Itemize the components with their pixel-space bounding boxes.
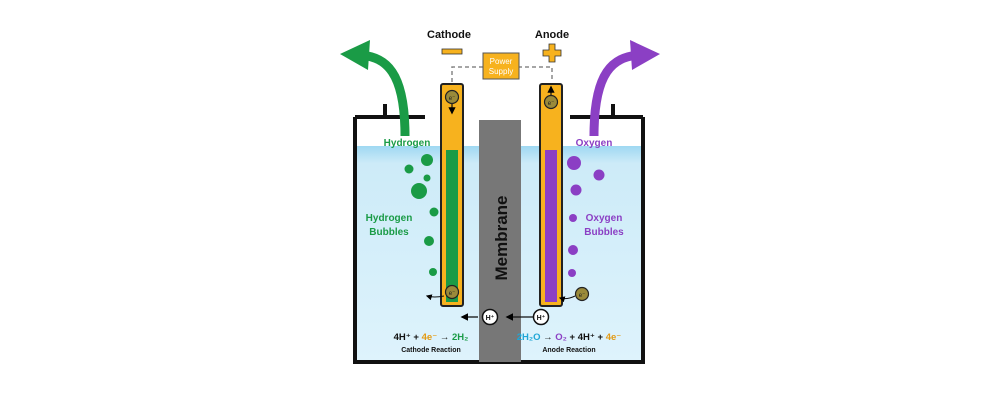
- power-supply-box: [482, 52, 520, 80]
- oxygen-bubble: [593, 169, 605, 181]
- power-supply-label-1: Power: [490, 57, 513, 66]
- power-supply-label-2: Supply: [489, 67, 513, 76]
- oxygen-bubble: [567, 156, 581, 170]
- membrane: Membrane: [479, 120, 521, 362]
- plus-sign: [542, 43, 562, 63]
- anode-reaction: 2H₂O → O₂ + 4H⁺ + 4e⁻ Anode Reaction: [517, 332, 622, 354]
- svg-text:e⁻: e⁻: [449, 291, 456, 297]
- oxygen-bubble: [569, 214, 577, 222]
- anode-electrode: e⁻ e⁻: [539, 83, 590, 307]
- svg-text:e⁻: e⁻: [579, 293, 586, 299]
- svg-text:e⁻: e⁻: [449, 96, 456, 102]
- hydrogen-side: Hydrogen Hydrogen Bubbles: [340, 40, 439, 276]
- hydrogen-arrow: [361, 50, 410, 137]
- oxygen-bubble: [568, 245, 578, 255]
- anode-reaction-title: Anode Reaction: [542, 347, 595, 354]
- oxygen-bubbles-label-1: Oxygen: [586, 213, 623, 224]
- anode-reaction-equation: 2H₂O → O₂ + 4H⁺ + 4e⁻: [517, 332, 622, 343]
- hydrogen-label: Hydrogen: [384, 138, 431, 149]
- oxygen-arrow: [589, 50, 638, 137]
- svg-text:H⁺: H⁺: [537, 314, 546, 322]
- electron-anode-bottom: e⁻: [574, 286, 590, 302]
- cathode-reaction-title: Cathode Reaction: [401, 347, 461, 354]
- membrane-label: Membrane: [492, 195, 511, 280]
- svg-text:H⁺: H⁺: [486, 314, 495, 322]
- hydrogen-bubble: [429, 207, 439, 217]
- electron-cathode-top: e⁻: [444, 89, 460, 105]
- wire: [451, 66, 553, 82]
- cathode-electrode: e⁻ e⁻: [425, 83, 464, 307]
- hydrogen-bubble: [411, 183, 427, 199]
- minus-sign: [441, 48, 463, 55]
- proton-transport: H⁺ H⁺: [460, 308, 550, 326]
- hydrogen-bubble: [429, 268, 437, 276]
- proton-left: H⁺: [481, 308, 499, 326]
- hydrogen-bubble: [404, 164, 414, 174]
- oxygen-bubble: [568, 269, 576, 277]
- power-supply: Power Supply Cathode Anode: [427, 29, 569, 82]
- hydrogen-bubbles-label-2: Bubbles: [369, 227, 409, 238]
- hydrogen-bubble: [421, 154, 433, 166]
- proton-right: H⁺: [532, 308, 550, 326]
- oxygen-bubbles-label-2: Bubbles: [584, 227, 624, 238]
- svg-text:e⁻: e⁻: [548, 101, 555, 107]
- cathode-label: Cathode: [427, 29, 471, 41]
- hydrogen-bubbles: [404, 154, 439, 276]
- hydrogen-bubbles-label-1: Hydrogen: [366, 213, 413, 224]
- electron-cathode-bottom: e⁻: [444, 284, 460, 300]
- hydrogen-bubble: [423, 174, 431, 182]
- anode-label: Anode: [535, 29, 569, 41]
- oxygen-bubble: [570, 184, 582, 196]
- hydrogen-arrowhead: [340, 40, 370, 70]
- cathode-reaction: 4H⁺ + 4e⁻ → 2H₂ Cathode Reaction: [394, 332, 469, 354]
- oxygen-bubbles: [567, 156, 605, 277]
- oxygen-label: Oxygen: [576, 138, 613, 149]
- electron-anode-top: e⁻: [543, 94, 559, 110]
- cathode-reaction-equation: 4H⁺ + 4e⁻ → 2H₂: [394, 332, 469, 343]
- oxygen-side: Oxygen Oxygen Bubbles: [567, 40, 660, 277]
- hydrogen-bubble: [424, 236, 434, 246]
- oxygen-arrowhead: [630, 40, 660, 70]
